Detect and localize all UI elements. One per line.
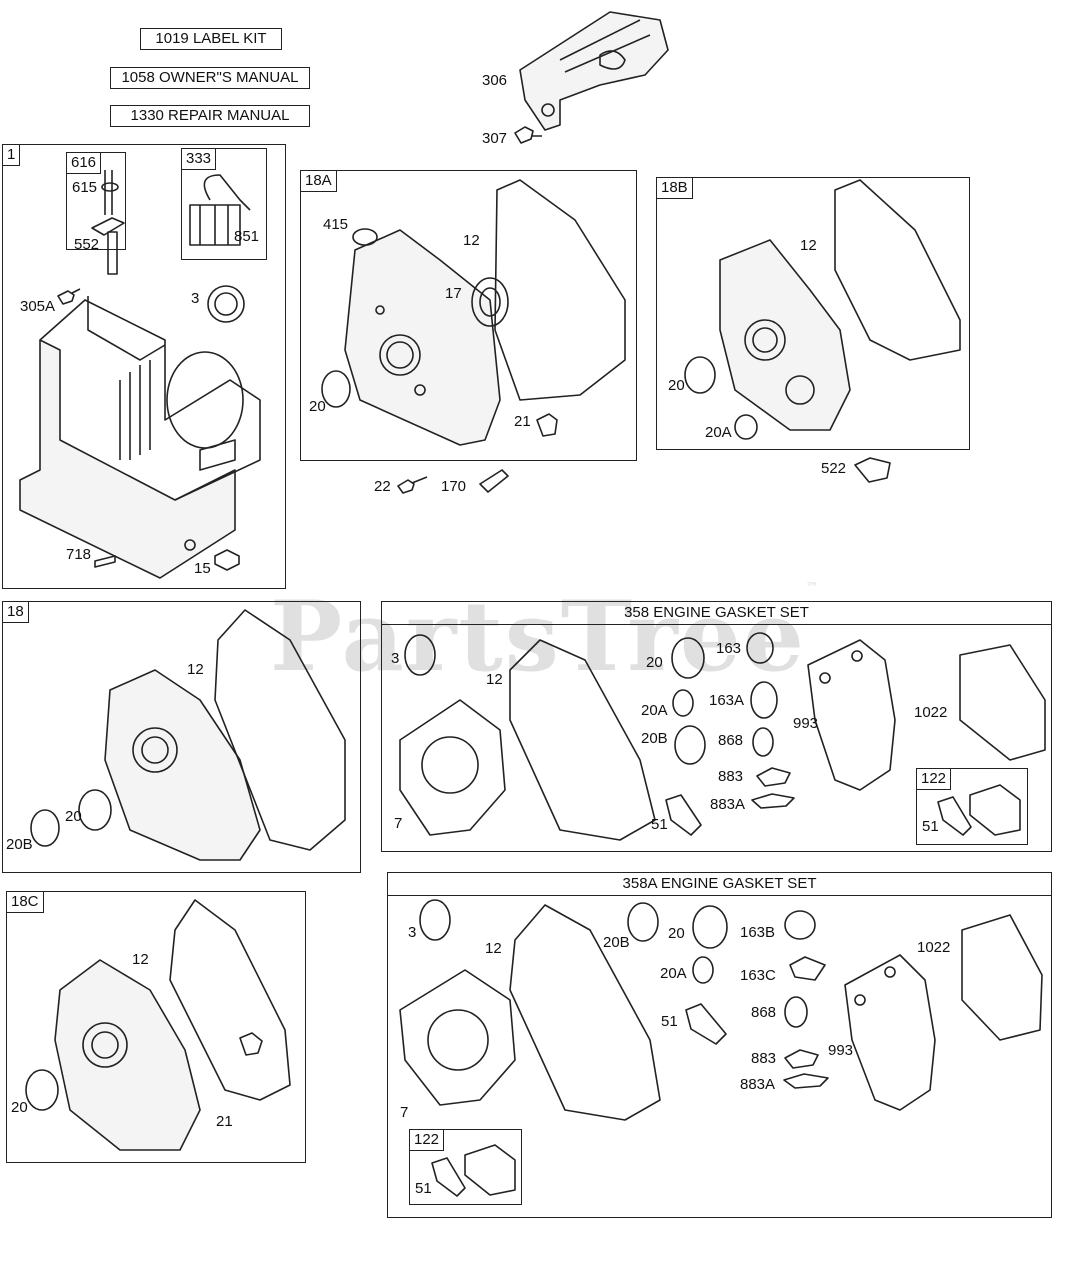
set-358A-title: 358A ENGINE GASKET SET [388, 873, 1051, 896]
box-1: 1 [2, 144, 286, 589]
box-18B: 18B [656, 177, 970, 450]
part-20c-label[interactable]: 20 [65, 808, 82, 825]
part-3a-label[interactable]: 3 [191, 290, 200, 307]
part-851-label[interactable]: 851 [234, 228, 260, 245]
part-20d-label[interactable]: 20 [646, 654, 663, 671]
part-22-label[interactable]: 22 [374, 478, 391, 495]
part-163Cg-label[interactable]: 163C [740, 967, 776, 984]
box-18B-tag: 18B [657, 178, 693, 199]
box-616: 616 [66, 152, 126, 250]
part-305A-label[interactable]: 305A [20, 298, 56, 315]
box-18A: 18A [300, 170, 637, 461]
part-12b-label[interactable]: 12 [800, 237, 817, 254]
part-12f-label[interactable]: 12 [132, 951, 149, 968]
box-1-tag: 1 [3, 145, 21, 166]
screw-307-part [514, 126, 542, 144]
part-868g-label[interactable]: 868 [751, 1004, 777, 1021]
stud-170-part [479, 469, 509, 493]
box-18A-tag: 18A [301, 171, 337, 192]
part-883Ag-label[interactable]: 883A [740, 1076, 776, 1093]
part-20g-label[interactable]: 20 [668, 925, 685, 942]
part-12a-label[interactable]: 12 [463, 232, 480, 249]
part-12c-label[interactable]: 12 [187, 661, 204, 678]
repair-manual-item[interactable]: 1330 REPAIR MANUAL [110, 105, 310, 127]
part-20a-label[interactable]: 20 [309, 398, 326, 415]
box-18C-tag: 18C [7, 892, 44, 913]
part-883g-label[interactable]: 883 [751, 1050, 777, 1067]
part-20f-label[interactable]: 20 [11, 1099, 28, 1116]
part-868d-label[interactable]: 868 [718, 732, 744, 749]
part-20Ad-label[interactable]: 20A [641, 702, 668, 719]
part-21f-label[interactable]: 21 [216, 1113, 233, 1130]
part-615-label[interactable]: 615 [72, 179, 98, 196]
part-20Bg-label[interactable]: 20B [603, 934, 630, 951]
part-20Ab-label[interactable]: 20A [705, 424, 732, 441]
watermark-tm: ™ [805, 580, 820, 594]
set-358: 358 ENGINE GASKET SET [381, 601, 1052, 852]
box-122b: 122 [409, 1129, 522, 1205]
part-163d-label[interactable]: 163 [716, 640, 742, 657]
part-15-label[interactable]: 15 [194, 560, 211, 577]
part-12d-label[interactable]: 12 [486, 671, 503, 688]
part-7g-label[interactable]: 7 [400, 1104, 409, 1121]
part-163Ad-label[interactable]: 163A [709, 692, 745, 709]
part-522-label[interactable]: 522 [821, 460, 847, 477]
part-415-label[interactable]: 415 [323, 216, 349, 233]
label-kit-item[interactable]: 1019 LABEL KIT [140, 28, 282, 50]
part-306-label[interactable]: 306 [482, 72, 508, 89]
part-307-label[interactable]: 307 [482, 130, 508, 147]
part-552-label[interactable]: 552 [74, 236, 100, 253]
box-122a: 122 [916, 768, 1028, 845]
part-20b-label[interactable]: 20 [668, 377, 685, 394]
part-7d-label[interactable]: 7 [394, 815, 403, 832]
part-718-label[interactable]: 718 [66, 546, 92, 563]
part-1022d-label[interactable]: 1022 [914, 704, 948, 721]
part-170-label[interactable]: 170 [441, 478, 467, 495]
owners-manual-item[interactable]: 1058 OWNER"S MANUAL [110, 67, 310, 89]
set-358A: 358A ENGINE GASKET SET [387, 872, 1052, 1218]
set-358-title: 358 ENGINE GASKET SET [382, 602, 1051, 625]
part-51e-label[interactable]: 51 [922, 818, 939, 835]
part-993g-label[interactable]: 993 [828, 1042, 854, 1059]
part-993d-label[interactable]: 993 [793, 715, 819, 732]
screw-22-part [397, 476, 428, 494]
part-51d-label[interactable]: 51 [651, 816, 668, 833]
box-616-tag: 616 [67, 153, 102, 174]
sensor-522-part [854, 457, 891, 483]
part-20Bd-label[interactable]: 20B [641, 730, 668, 747]
box-122b-tag: 122 [410, 1130, 445, 1151]
box-333-tag: 333 [182, 149, 217, 170]
part-883Ad-label[interactable]: 883A [710, 796, 746, 813]
part-17-label[interactable]: 17 [445, 285, 462, 302]
box-18-tag: 18 [3, 602, 29, 623]
part-51g-label[interactable]: 51 [661, 1013, 678, 1030]
box-122a-tag: 122 [917, 769, 952, 790]
part-1022g-label[interactable]: 1022 [917, 939, 951, 956]
box-18C: 18C [6, 891, 306, 1163]
shroud-306-part [519, 11, 669, 131]
part-12g-label[interactable]: 12 [485, 940, 502, 957]
part-51h-label[interactable]: 51 [415, 1180, 432, 1197]
part-20Ag-label[interactable]: 20A [660, 965, 687, 982]
part-883d-label[interactable]: 883 [718, 768, 744, 785]
box-18: 18 [2, 601, 361, 873]
box-333: 333 [181, 148, 267, 260]
part-3d-label[interactable]: 3 [391, 650, 400, 667]
part-21a-label[interactable]: 21 [514, 413, 531, 430]
part-3g-label[interactable]: 3 [408, 924, 417, 941]
part-163Bg-label[interactable]: 163B [740, 924, 776, 941]
part-20Bc-label[interactable]: 20B [6, 836, 33, 853]
